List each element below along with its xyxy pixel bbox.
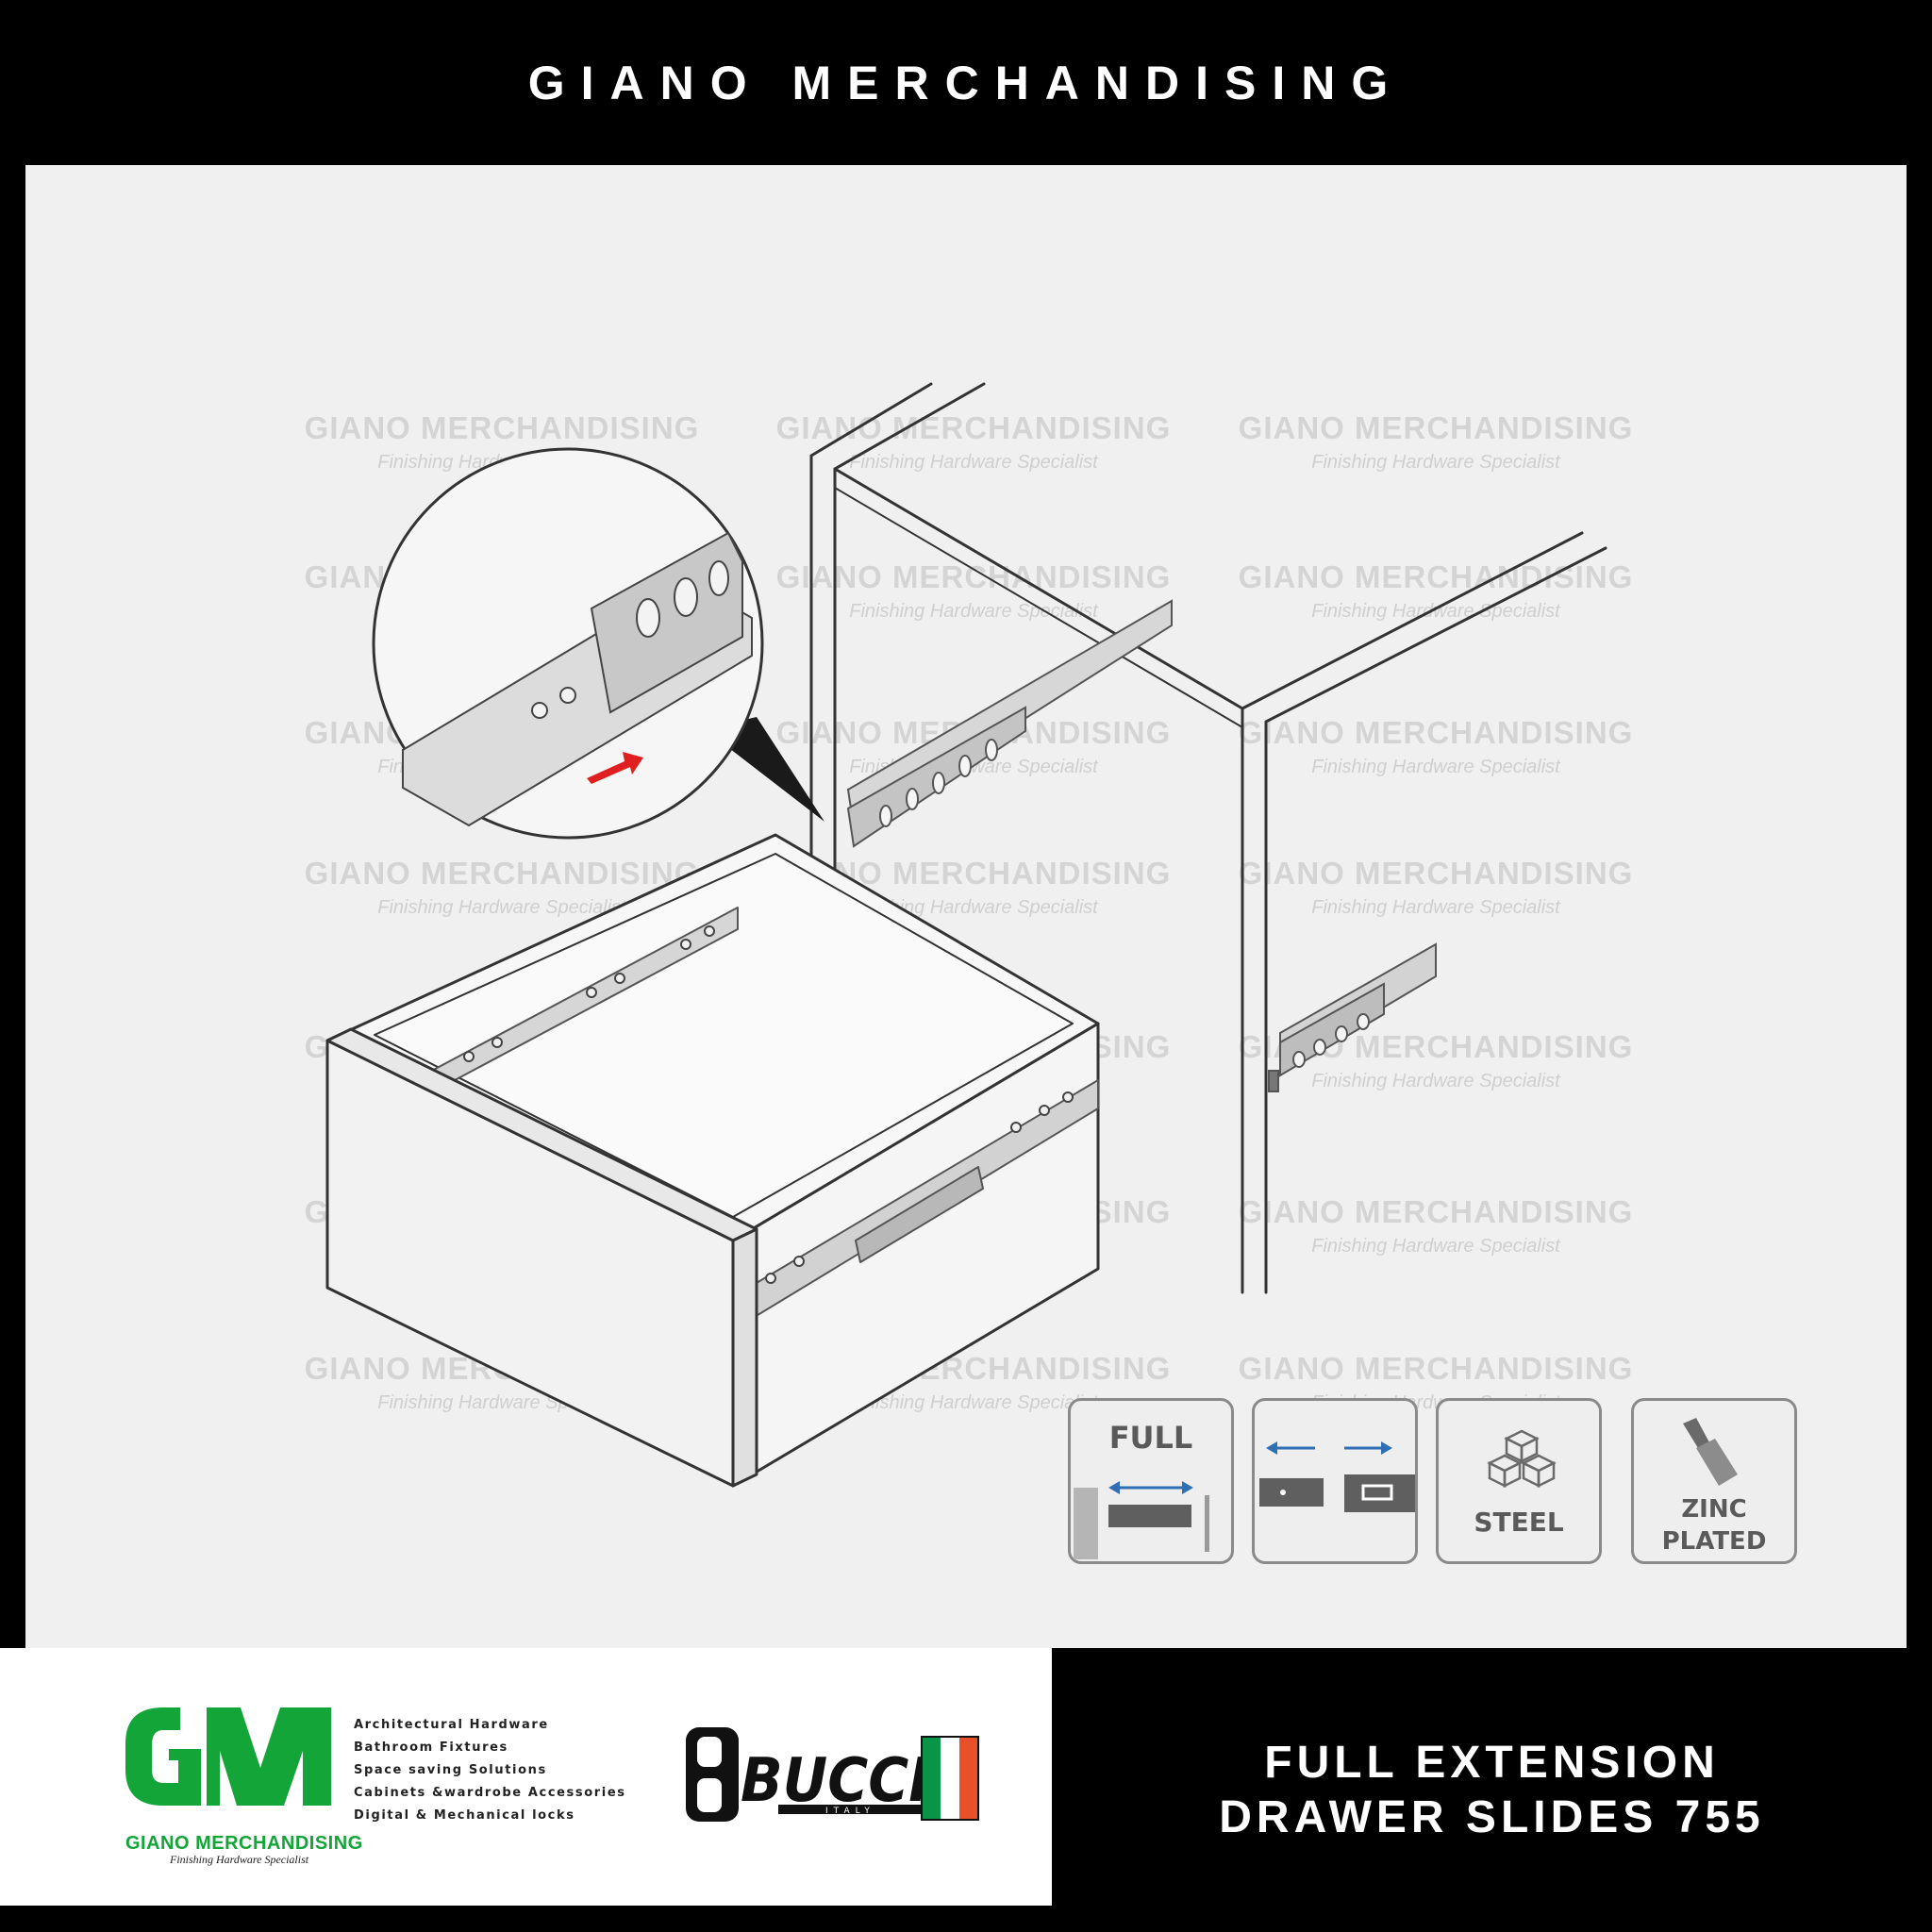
services-list: Architectural Hardware Bathroom Fixtures…: [354, 1714, 626, 1827]
company-info-panel: GIANO MERCHANDISING Finishing Hardware S…: [0, 1648, 1052, 1906]
company-name: GIANO MERCHANDISING: [125, 1833, 363, 1854]
cabinet-back-edge: [834, 487, 1243, 728]
product-title-panel: FULL EXTENSION DRAWER SLIDES 755: [1052, 1648, 1932, 1932]
list-item: Space saving Solutions: [354, 1763, 547, 1777]
cubes-icon: [1487, 1429, 1557, 1489]
badge-steel: STEEL: [1436, 1398, 1602, 1564]
product-title-line1: FULL EXTENSION: [1264, 1737, 1720, 1788]
badge-zinc-plated: ZINC PLATED: [1631, 1398, 1797, 1564]
detail-magnifier: [372, 447, 824, 840]
bucci-logo: BUCCI ITALY: [686, 1727, 979, 1822]
push-arrow-icon: [587, 752, 643, 784]
drawer-slide-installation-diagram: [325, 382, 1607, 1488]
page-header: GIANO MERCHANDISING: [0, 0, 1932, 165]
left-arrow-icon: [1266, 1441, 1315, 1455]
feature-badges: FULL: [1068, 1398, 1823, 1568]
list-item: Bathroom Fixtures: [354, 1740, 508, 1755]
page-title: GIANO MERCHANDISING: [527, 56, 1405, 109]
list-item: Cabinets &wardrobe Accessories: [354, 1786, 626, 1800]
italy-flag-green: [922, 1737, 941, 1820]
right-arrow-icon: [1344, 1441, 1392, 1455]
gm-logo: [125, 1707, 331, 1806]
cabinet-top-panel: [833, 467, 1607, 1294]
list-item: Architectural Hardware: [354, 1718, 549, 1732]
badge-disconnect-rail: [1252, 1398, 1418, 1564]
double-arrow-icon: [1108, 1481, 1193, 1494]
cabinet-left-panel: [809, 382, 986, 876]
list-item: Digital & Mechanical locks: [354, 1808, 575, 1823]
cabinet-right-slide-rail: [1268, 942, 1437, 1092]
paint-brush-icon: [1683, 1418, 1738, 1486]
partner-country: ITALY: [825, 1807, 875, 1816]
cabinet-slide-rail: [846, 599, 1173, 848]
company-tagline: Finishing Hardware Specialist: [170, 1853, 309, 1866]
rail-screw-holes: [463, 925, 1074, 1284]
partner-brand: BUCCI: [741, 1746, 929, 1816]
product-title-line2: DRAWER SLIDES 755: [1219, 1791, 1765, 1842]
badge-full-extension: FULL: [1068, 1398, 1234, 1564]
drawer-box: [325, 833, 1100, 1488]
